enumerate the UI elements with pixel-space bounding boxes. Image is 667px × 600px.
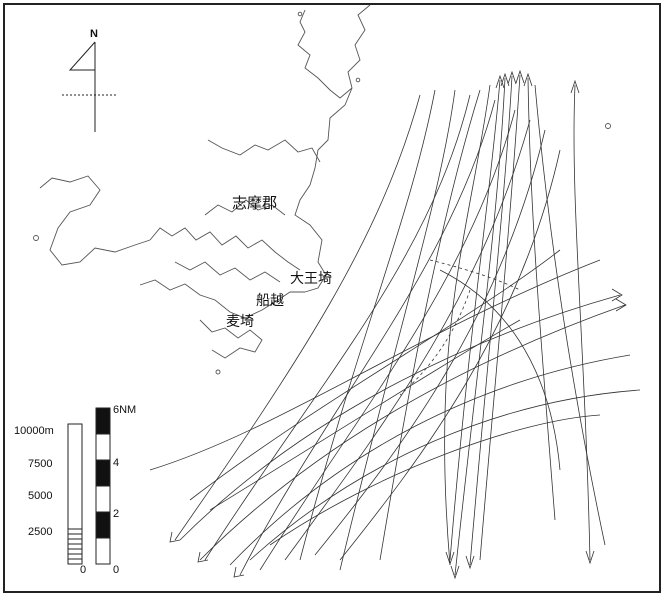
metric-scale-top-label: 10000m [14, 425, 54, 437]
coastline-south-inlets [199, 319, 263, 359]
ship-track [479, 74, 521, 561]
coastline-inner-bay [174, 261, 281, 283]
nautical-scale-bar [95, 407, 111, 565]
metric-tick-label: 7500 [28, 458, 53, 470]
ship-track [189, 249, 561, 501]
arrowhead-south [450, 565, 460, 580]
ship-track [149, 259, 601, 471]
ship-track [454, 77, 506, 576]
ship-track [199, 304, 626, 561]
map-frame [3, 3, 661, 593]
arrowhead-east [611, 288, 623, 302]
ship-track [179, 294, 621, 541]
arrowhead-southwest [197, 551, 209, 563]
islet [215, 369, 221, 375]
islet [355, 77, 361, 83]
nautical-tick-label: 0 [113, 564, 120, 576]
ship-track [209, 319, 521, 511]
metric-tick-label: 5000 [28, 490, 53, 502]
ship-track [174, 94, 421, 541]
ship-track [534, 84, 606, 546]
nakiri-label: 麦埼 [226, 314, 254, 330]
arrowhead-east [615, 298, 627, 312]
arrowhead-north [515, 69, 525, 84]
ship-track [527, 77, 556, 521]
coastline-east-shore [294, 87, 353, 293]
north-label: N [90, 28, 98, 40]
coastline-ago-bay [149, 227, 301, 271]
north-arrow-head [68, 41, 96, 71]
nautical-tick-label: 4 [113, 457, 120, 469]
islet [605, 123, 611, 129]
ship-track [259, 109, 516, 571]
ship-track [339, 149, 561, 561]
metric-scale-bar [67, 423, 83, 565]
arrowhead-south [445, 551, 455, 566]
nautical-tick-label: 2 [113, 508, 120, 520]
ship-track [573, 84, 591, 561]
arrowhead-north [507, 70, 517, 85]
nautical-segment [95, 407, 111, 435]
north-arrow [62, 41, 118, 132]
nautical-segment [95, 459, 111, 487]
ship-track [314, 129, 546, 556]
coastline-north [297, 4, 371, 99]
ship-track [249, 389, 641, 561]
islet [297, 11, 303, 17]
ship-track [204, 94, 471, 561]
arrowhead-south [585, 550, 595, 565]
ship-tracks [149, 74, 641, 576]
metric-scale-outline [67, 423, 83, 565]
arrowhead-southwest [233, 566, 245, 578]
ship-track [299, 89, 436, 561]
coastline-bay-north [207, 139, 321, 163]
nautical-segment [95, 511, 111, 539]
ship-track [469, 75, 513, 566]
arrowhead-north [500, 72, 510, 87]
arrowhead-north [570, 79, 580, 94]
ship-track [439, 269, 561, 471]
metric-tick-label: 0 [80, 564, 87, 576]
arrowhead-southwest [169, 531, 181, 543]
ship-track [269, 414, 601, 546]
ship-track [284, 119, 531, 561]
ship-track [379, 89, 481, 561]
coastline-upper-branches [204, 199, 286, 216]
track-arrowheads [169, 69, 627, 580]
ship-track [449, 79, 501, 561]
coastline-west-lobe [39, 175, 151, 266]
ship-track [444, 84, 491, 566]
ship-track [229, 354, 631, 566]
arrowhead-south [465, 555, 475, 570]
ship-track [339, 89, 456, 571]
islet [33, 235, 39, 241]
coastline-south-peninsula [139, 279, 305, 319]
arrowhead-north [495, 74, 505, 89]
dashed-track [399, 259, 521, 396]
district-label: 志摩郡 [232, 194, 278, 212]
ship-track [239, 99, 496, 576]
arrowhead-north [523, 72, 533, 87]
cape-label: 大王埼 [290, 271, 332, 287]
funakoshi-label: 船越 [256, 293, 284, 309]
nautical-scale-top-label: 6NM [113, 404, 137, 416]
coastline [33, 4, 611, 375]
metric-tick-label: 2500 [28, 526, 53, 538]
